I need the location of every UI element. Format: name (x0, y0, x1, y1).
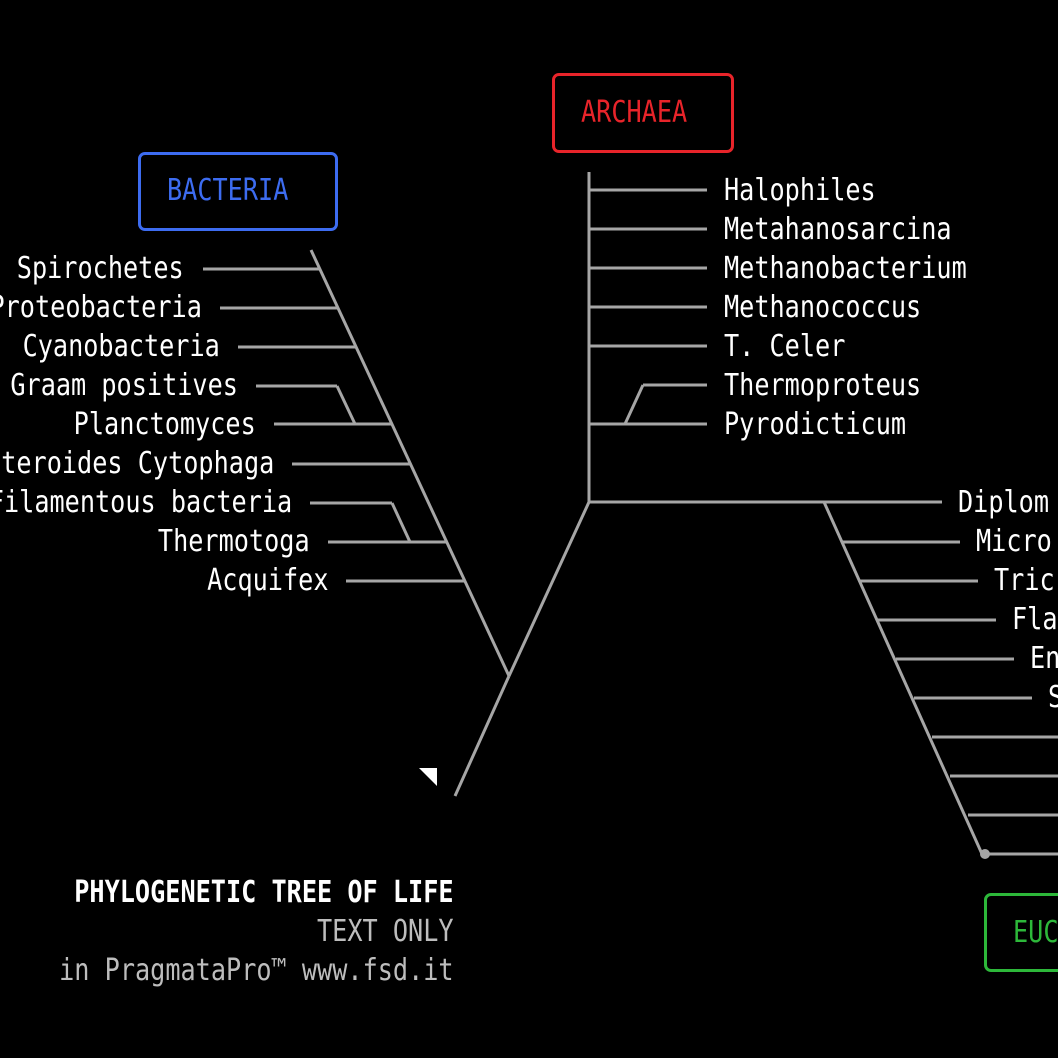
taxon-label: Thermoproteus (724, 368, 922, 403)
taxon-label: T. Celer (724, 329, 846, 364)
taxon-label: Bacteroides Cytophaga (0, 446, 274, 481)
diagram-subtitle: TEXT ONLY (317, 914, 454, 949)
taxon-label: Planctomyces (73, 407, 256, 442)
taxon-label: Fla (1012, 602, 1058, 637)
bacteria-domain-box: BACTERIA (138, 152, 338, 231)
taxon-label: Graam positives (10, 368, 238, 403)
taxon-label: Cyanobacteria (22, 329, 220, 364)
taxon-label: Methanococcus (724, 290, 922, 325)
bacteria-domain-label: BACTERIA (167, 173, 289, 208)
eukaryota-stem (822, 501, 984, 855)
archaea-domain-label: ARCHAEA (581, 95, 688, 130)
diagram-credit: in PragmataPro™ www.fsd.it (59, 953, 454, 988)
taxon-label: Diplom (958, 485, 1050, 520)
arrow-cursor-icon (419, 768, 437, 786)
eukaryota-domain-label: EUC (1013, 915, 1058, 950)
branch-thermoproteus-diag (623, 384, 645, 425)
taxon-label: Filamentous bacteria (0, 485, 292, 520)
taxon-label: Metahanosarcina (724, 212, 952, 247)
taxon-label: Tric (994, 563, 1055, 598)
taxon-label: Micro (976, 524, 1052, 559)
taxon-label: En (1030, 641, 1058, 676)
taxon-label: Halophiles (724, 173, 876, 208)
archaea-domain-box: ARCHAEA (552, 73, 734, 153)
taxon-label: Proteobacteria (0, 290, 202, 325)
taxon-label: Acquifex (206, 563, 328, 598)
eukaryota-domain-box: EUC (984, 893, 1058, 972)
archaea-eukaryota-stem (507, 501, 591, 677)
taxon-label: Methanobacterium (724, 251, 967, 286)
root-trunk (453, 675, 511, 797)
branch-graam-positives-diag (335, 385, 357, 425)
diagram-title: PHYLOGENETIC TREE OF LIFE (74, 875, 454, 910)
branch-filamentous-diag (390, 502, 412, 543)
taxon-label: Spirochetes (17, 251, 184, 286)
root-node-icon (980, 849, 990, 859)
taxon-label: S (1048, 681, 1058, 715)
taxon-label: Pyrodicticum (724, 407, 907, 442)
taxon-label: Thermotoga (158, 524, 310, 559)
